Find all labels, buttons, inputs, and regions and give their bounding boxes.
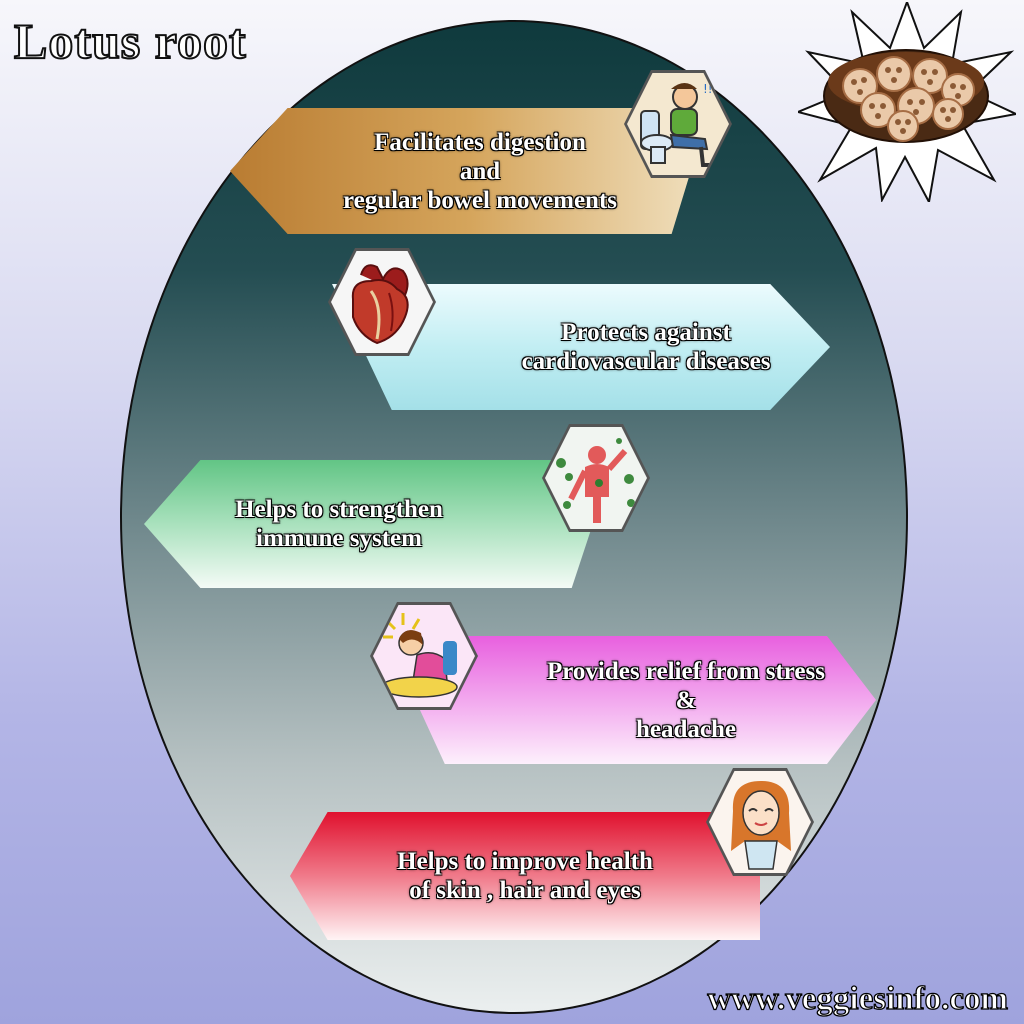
benefit-banner-skin: Helps to improve health of skin , hair a… — [290, 812, 760, 940]
benefit-banner-immune: Helps to strengthen immune system — [144, 460, 614, 588]
page-title: Lotus root — [13, 12, 247, 70]
svg-text:!!: !! — [703, 82, 713, 96]
immune-person-icon-frame — [542, 424, 650, 532]
lotus-slices — [842, 56, 975, 142]
lotus-root-bowl-icon — [798, 2, 1016, 202]
immune-person-icon — [556, 438, 635, 523]
toilet-person-icon-frame: !! — [624, 70, 732, 178]
benefit-text-stress: Provides relief from stress & headache — [547, 657, 825, 743]
lotus-holes — [851, 67, 966, 134]
heart-icon-frame — [328, 248, 436, 356]
benefit-text-digestion: Facilitates digestion and regular bowel … — [342, 128, 618, 214]
benefit-text-heart: Protects against cardiovascular diseases — [521, 319, 771, 375]
headache-woman-icon-frame — [370, 602, 478, 710]
headache-woman-icon — [380, 613, 458, 698]
benefit-text-skin: Helps to improve health of skin , hair a… — [397, 848, 653, 904]
woman-face-icon-frame — [706, 768, 814, 876]
heart-icon — [351, 264, 409, 345]
benefit-text-immune: Helps to strengthen immune system — [235, 496, 443, 552]
toilet-person-icon: !! — [640, 82, 715, 167]
website-url: www.veggiesinfo.com — [707, 980, 1009, 1017]
woman-face-icon — [731, 781, 791, 870]
